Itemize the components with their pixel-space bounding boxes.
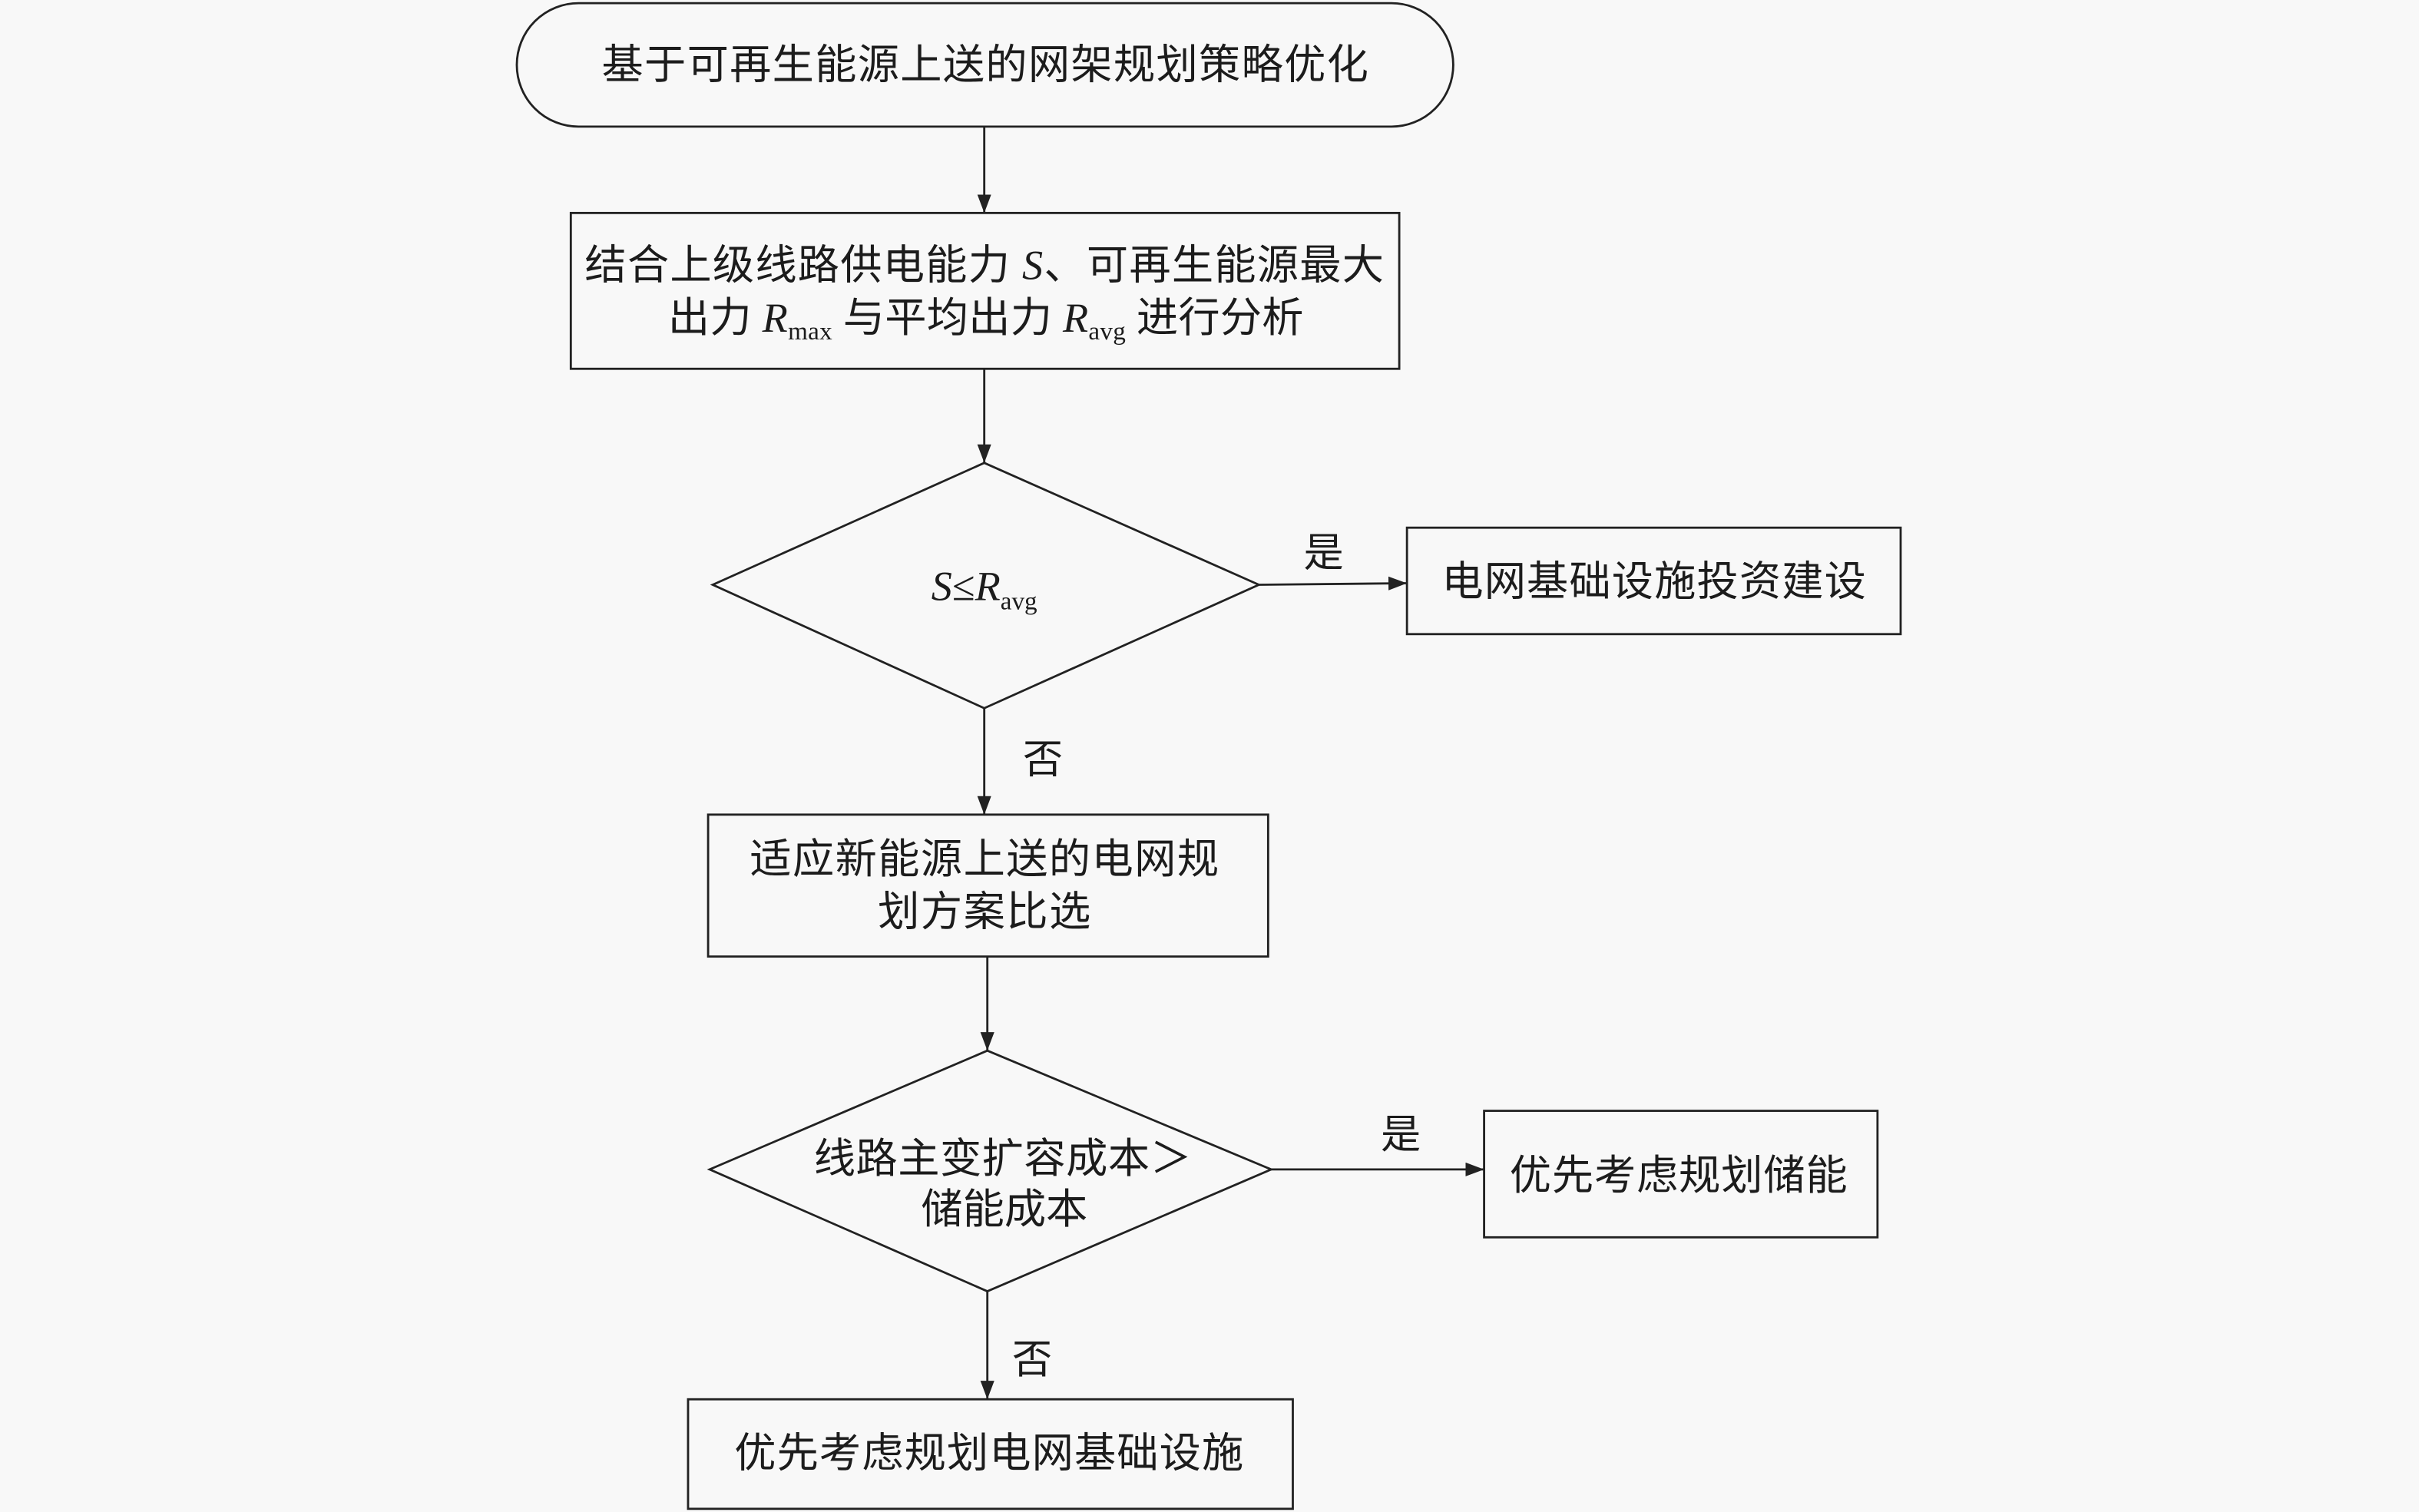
decision1-no-label: 否: [1023, 738, 1063, 782]
analysis-node: 结合上级线路供电能力 S、可再生能源最大 出力 Rmax 与平均出力 Ravg …: [569, 211, 1401, 370]
condition-operator: ≤: [952, 564, 975, 610]
analysis-label-line2: 出力 Rmax 与平均出力 Ravg 进行分析: [668, 295, 1304, 346]
analysis-line1-text-a: 结合上级线路供电能力: [584, 243, 1021, 289]
compare-label-line2: 划方案比选: [878, 888, 1090, 935]
invest-node: 电网基础设施投资建设: [1405, 526, 1902, 636]
condition-subscript-avg: avg: [1001, 587, 1037, 616]
storage-node: 优先考虑规划储能: [1483, 1110, 1879, 1239]
decision1-yes-label: 是: [1304, 531, 1344, 575]
variable-r-max: R: [762, 295, 788, 341]
decision1-condition: S≤Ravg: [932, 564, 1037, 616]
compare-label-line1: 适应新能源上送的电网规: [750, 836, 1219, 882]
storage-process-box: [1483, 1110, 1879, 1239]
compare-node: 适应新能源上送的电网规 划方案比选: [707, 813, 1269, 958]
decision2-condition-line1: 线路主变扩容成本＞: [814, 1136, 1192, 1182]
grid-node: 优先考虑规划电网基础设施: [687, 1398, 1294, 1510]
subscript-max: max: [788, 317, 832, 346]
condition-variable-s: S: [932, 564, 952, 610]
storage-label: 优先考虑规划储能: [1510, 1153, 1848, 1199]
variable-s: S: [1022, 243, 1043, 289]
analysis-line2-text-b: 与平均出力: [832, 295, 1063, 341]
decision2-no-label: 否: [1012, 1338, 1052, 1382]
condition-variable-r: R: [975, 564, 1001, 610]
invest-label: 电网基础设施投资建设: [1441, 559, 1865, 605]
analysis-line2-text-a: 出力: [668, 295, 763, 341]
variable-r-avg: R: [1062, 295, 1088, 341]
invest-process-box: [1405, 526, 1902, 636]
decision2-yes-label: 是: [1381, 1113, 1421, 1157]
analysis-line2-text-c: 进行分析: [1126, 295, 1304, 341]
analysis-line1-text-b: 、可再生能源最大: [1044, 243, 1384, 289]
grid-process-box: [687, 1398, 1294, 1510]
grid-label: 优先考虑规划电网基础设施: [734, 1431, 1243, 1477]
start-node-label: 基于可再生能源上送的网架规划策略优化: [601, 42, 1368, 88]
arrow-decision1-yes: [1259, 576, 1408, 591]
analysis-label-line1: 结合上级线路供电能力 S、可再生能源最大: [584, 243, 1384, 289]
decision2-condition-line2: 储能成本: [921, 1186, 1087, 1232]
subscript-avg: avg: [1088, 317, 1125, 346]
